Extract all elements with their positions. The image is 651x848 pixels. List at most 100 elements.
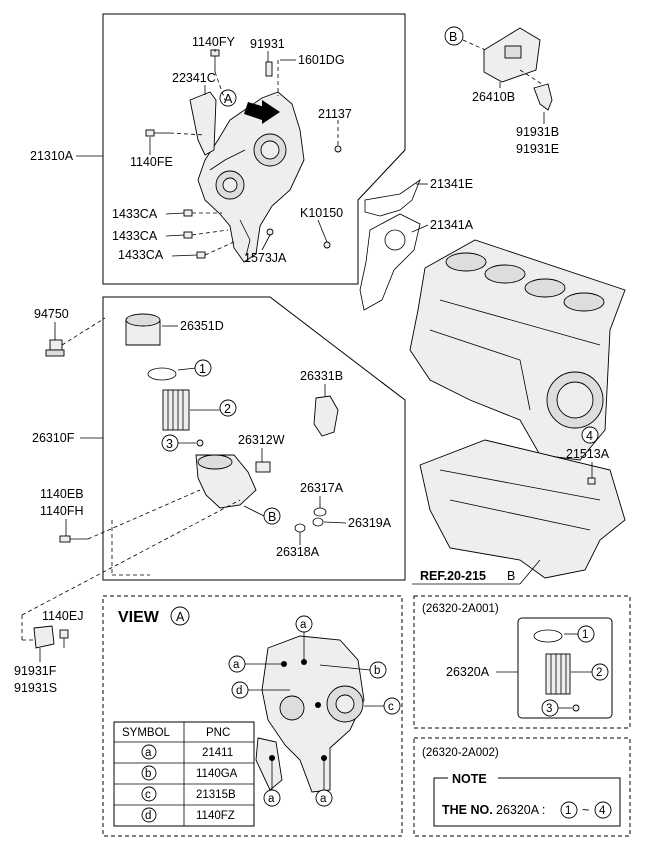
- filter-element-2: [162, 389, 190, 431]
- gasket-26331B: [313, 395, 339, 437]
- label-91931S: 91931S: [14, 681, 57, 695]
- label-26312W: 26312W: [238, 433, 285, 447]
- kit2-box: [413, 737, 631, 837]
- label-1433CA-2: 1433CA: [112, 229, 158, 243]
- label-1140EB: 1140EB: [40, 487, 84, 501]
- oil-pan: [419, 439, 626, 579]
- table-row-symbol: a: [145, 747, 152, 759]
- label-1573JA: 1573JA: [244, 251, 287, 265]
- kit1-box: [413, 595, 631, 729]
- timing-cover: [197, 91, 305, 263]
- note-title: NOTE: [452, 772, 487, 786]
- label-26319A: 26319A: [348, 516, 392, 530]
- callout-a-2: a: [233, 659, 240, 671]
- table-row-pnc: 1140FZ: [196, 810, 235, 822]
- kit2-code: (26320-2A002): [422, 747, 499, 759]
- note-sep: ~: [582, 803, 589, 817]
- note-to: 4: [599, 805, 606, 817]
- label-26318A: 26318A: [276, 545, 320, 559]
- label-ref: REF.20-215: [420, 569, 486, 583]
- callout-c: c: [388, 701, 394, 713]
- label-1140EJ: 1140EJ: [42, 609, 83, 623]
- table-row-symbol: b: [145, 768, 151, 780]
- label-ref-B: B: [507, 569, 515, 583]
- label-A: A: [224, 92, 233, 106]
- bolt-1140EJ: [59, 629, 69, 648]
- bolt-1140FY: [210, 49, 220, 72]
- table-row-symbol: c: [145, 789, 151, 801]
- kit1-code: (26320-2A001): [422, 603, 499, 615]
- label-94750: 94750: [34, 307, 69, 321]
- callout-a-1: a: [300, 619, 307, 631]
- table-row-pnc: 21315B: [196, 789, 236, 801]
- drain-plug-21513A: [587, 477, 596, 485]
- kit1-item-2: 2: [596, 667, 602, 679]
- table-header-pnc: PNC: [206, 727, 230, 739]
- callout-b: b: [374, 665, 380, 677]
- label-21137: 21137: [318, 107, 352, 121]
- dowel-1433CA-2: [183, 231, 193, 239]
- gasket-21341A: [359, 213, 421, 311]
- view-a-cover: [255, 635, 365, 793]
- timing-cover-panel: [102, 13, 406, 285]
- table-row-pnc: 1140GA: [196, 768, 238, 780]
- dowel-1433CA-3: [196, 251, 206, 259]
- label-26331B: 26331B: [300, 369, 343, 383]
- bracket-91931F: [33, 625, 55, 649]
- label-1140FY: 1140FY: [192, 35, 236, 49]
- label-91931: 91931: [250, 37, 285, 51]
- view-letter: A: [176, 610, 185, 624]
- o-ring-1: [147, 367, 177, 381]
- note-part: 26320A :: [496, 803, 545, 817]
- label-1433CA-1: 1433CA: [112, 207, 158, 221]
- gasket-21341E: [364, 178, 421, 217]
- stud-91931B: [533, 83, 553, 111]
- label-4: 4: [586, 429, 593, 443]
- seal-26318A: [294, 523, 306, 533]
- view-a-box: [102, 595, 403, 837]
- label-26317A: 26317A: [300, 481, 344, 495]
- bracket-26410B: [483, 27, 541, 83]
- label-22341C: 22341C: [172, 71, 216, 85]
- bolt-1140FE: [145, 129, 170, 137]
- callout-d: d: [236, 685, 242, 697]
- bracket-22341C: [189, 91, 217, 156]
- label-1: 1: [199, 362, 206, 376]
- callout-a-3: a: [268, 793, 275, 805]
- label-B-mid: B: [268, 510, 276, 524]
- label-91931B: 91931B: [516, 125, 559, 139]
- label-26310F: 26310F: [32, 431, 75, 445]
- kit1-item-1: 1: [582, 629, 588, 641]
- dowel-21137: [334, 145, 342, 153]
- note-box: [433, 777, 621, 827]
- stud-91931: [265, 61, 273, 77]
- label-91931F: 91931F: [14, 664, 57, 678]
- label-91931E: 91931E: [516, 142, 559, 156]
- label-26351D: 26351D: [180, 319, 224, 333]
- part-1573JA: [266, 228, 274, 236]
- label-21341A: 21341A: [430, 218, 474, 232]
- note-from: 1: [565, 805, 571, 817]
- dowel-1433CA-1: [183, 209, 193, 217]
- label-21341E: 21341E: [430, 177, 473, 191]
- label-1601DG: 1601DG: [298, 53, 345, 67]
- o-ring-3: [196, 439, 204, 447]
- oil-pressure-switch-94750: [45, 339, 65, 357]
- label-1433CA-3: 1433CA: [118, 248, 164, 262]
- bolt-1140EB: [59, 535, 88, 543]
- label-B-top: B: [449, 30, 457, 44]
- filter-cap-26351D: [125, 313, 161, 346]
- seal-26319A: [312, 517, 324, 527]
- label-26410B: 26410B: [472, 90, 515, 104]
- label-1140FH: 1140FH: [40, 504, 84, 518]
- callout-a-4: a: [320, 793, 327, 805]
- engine-block: [409, 239, 626, 461]
- table-row-symbol: d: [145, 810, 151, 822]
- note-prefix: THE NO.: [442, 803, 493, 817]
- seal-26317A: [313, 507, 327, 517]
- label-21310A: 21310A: [30, 149, 74, 163]
- label-21513A: 21513A: [566, 447, 610, 461]
- table-header-symbol: SYMBOL: [122, 727, 171, 739]
- table-row-pnc: 21411: [202, 747, 233, 759]
